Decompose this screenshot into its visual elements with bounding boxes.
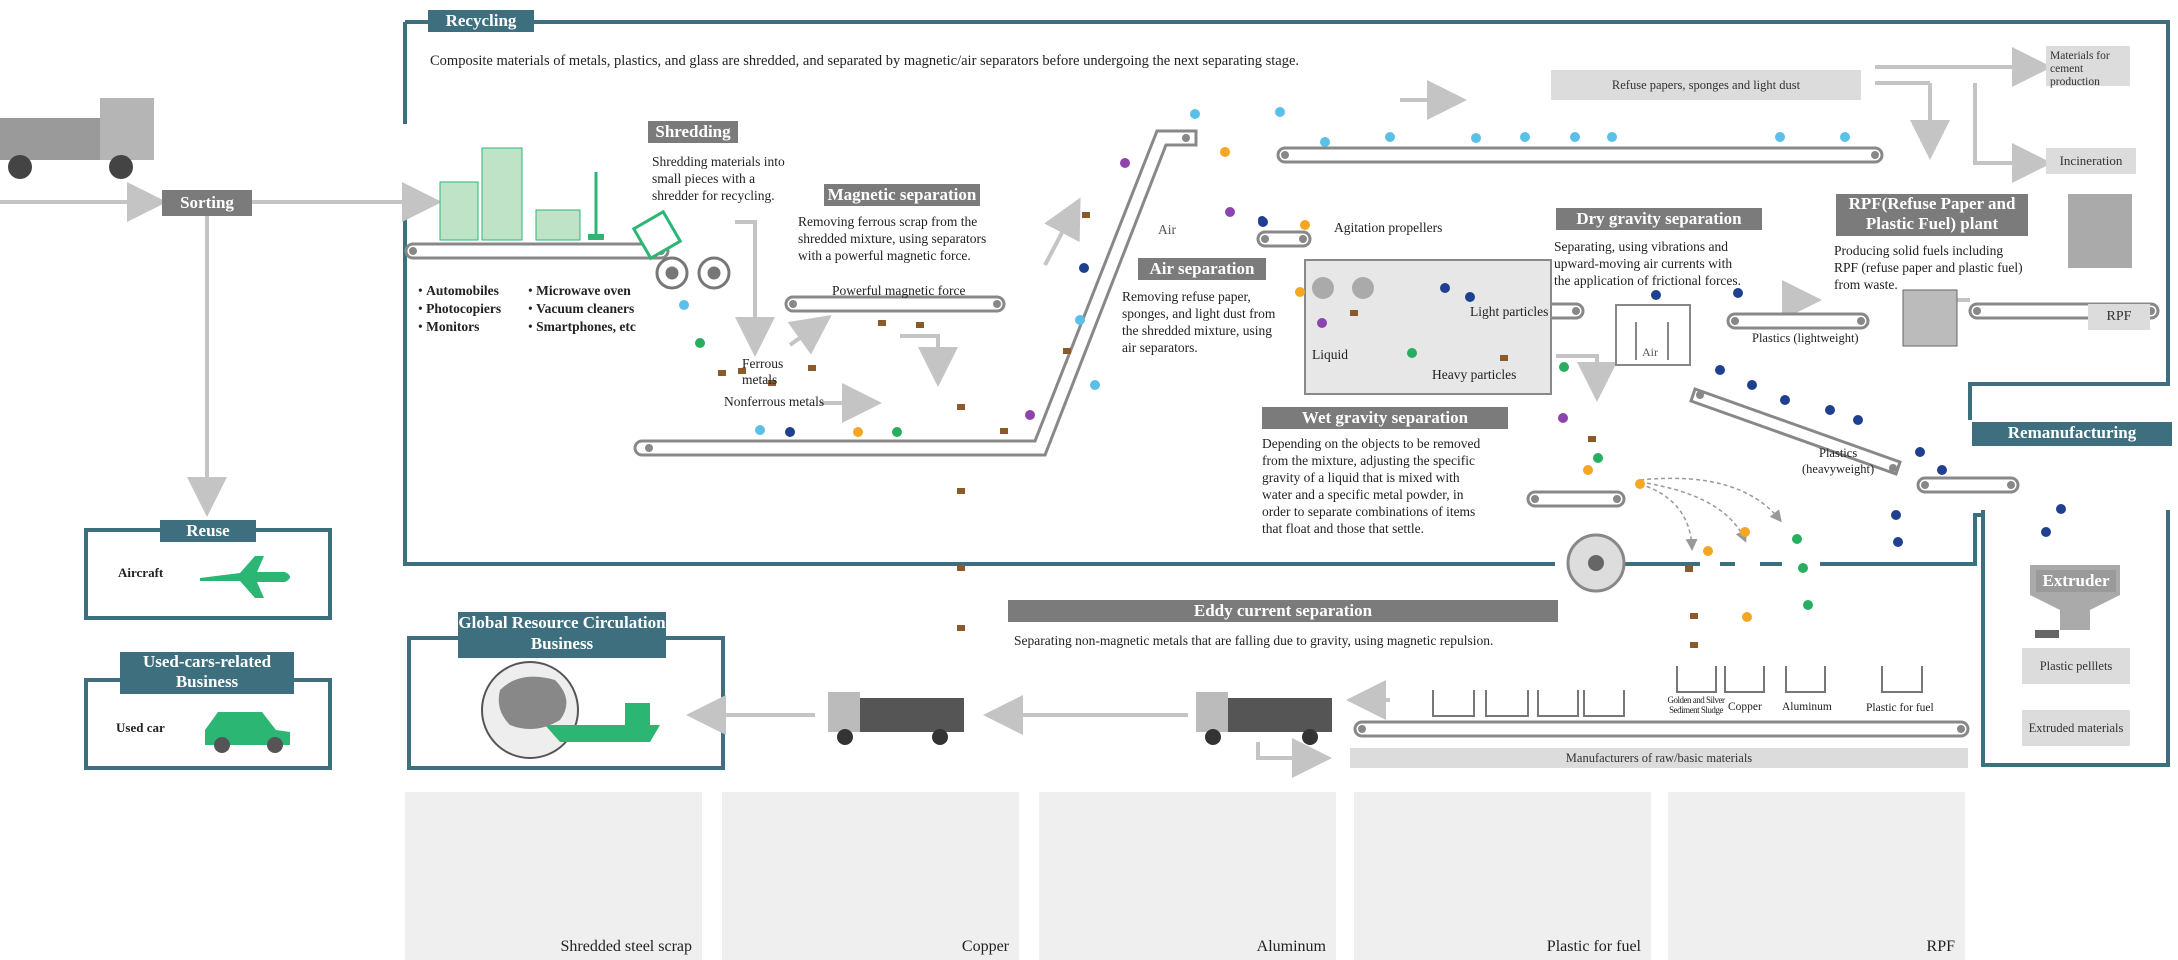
photo-aluminum: Aluminum (1039, 792, 1336, 960)
shredder-gears (655, 256, 731, 290)
plastic-pellets-box: Plastic pelllets (2022, 648, 2130, 684)
cement-box: Materials for cement production (2046, 46, 2130, 88)
input-item: Photocopiers (418, 300, 501, 318)
magnetic-title: Magnetic separation (824, 184, 980, 206)
photo-copper: Copper (722, 792, 1019, 960)
magnetic-drum (1566, 533, 1626, 593)
air-title: Air separation (1138, 258, 1266, 280)
heavy-particles-label: Heavy particles (1432, 367, 1517, 382)
photo-shredded-steel: Shredded steel scrap (405, 792, 702, 960)
reuse-item-label: Aircraft (118, 565, 164, 580)
input-items-col2: Microwave oven Vacuum cleaners Smartphon… (528, 282, 636, 336)
input-items-col1: Automobiles Photocopiers Monitors (418, 282, 501, 336)
photo-caption: Copper (961, 938, 1009, 955)
global-tag: Global Resource Circulation Business (458, 612, 666, 658)
air-label: Air (1158, 222, 1176, 237)
bin-label-copper: Copper (1728, 701, 1762, 713)
dry-air-label: Air (1642, 345, 1658, 359)
plastics-light-label: Plastics (lightweight) (1752, 331, 1859, 345)
flow-arrows (0, 47, 2052, 778)
liquid-label: Liquid (1312, 347, 1348, 362)
recycling-tag: Recycling (428, 10, 534, 32)
input-item: Smartphones, etc (528, 318, 636, 336)
rpf-machine (1902, 194, 2132, 347)
globe-ship-icon (481, 661, 660, 759)
used-cars-tag: Used-cars-related Business (120, 652, 294, 694)
sorting-label: Sorting (162, 190, 252, 216)
incineration-box: Incineration (2046, 148, 2136, 174)
particles (679, 107, 2066, 648)
wet-gravity-title: Wet gravity separation (1262, 407, 1508, 429)
photo-rpf: RPF (1668, 792, 1965, 960)
air-desc: Removing refuse paper,sponges, and light… (1122, 289, 1276, 355)
photo-caption: Aluminum (1256, 938, 1326, 955)
magnetic-force-label: Powerful magnetic force (832, 283, 966, 298)
airplane-icon (200, 556, 290, 598)
hopper-icon (631, 209, 683, 261)
input-item: Automobiles (418, 282, 501, 300)
delivery-truck-icon (828, 692, 1332, 745)
bin-label-gold: Golden and Silver Sediment Sludge (1667, 695, 1726, 715)
photo-caption: RPF (1926, 938, 1955, 955)
collection-bins (1432, 666, 1923, 717)
input-item: Monitors (418, 318, 501, 336)
reuse-tag: Reuse (160, 520, 256, 542)
dry-tank (1615, 304, 1691, 366)
remanufacturing-tag: Remanufacturing (1972, 422, 2172, 446)
extruder-label: Extruder (2036, 570, 2116, 592)
eddy-trajectories (1639, 477, 1782, 551)
eddy-desc: Separating non-magnetic metals that are … (1014, 633, 1494, 648)
appliances-icon (439, 147, 604, 241)
intro-text: Composite materials of metals, plastics,… (430, 53, 1300, 69)
ferrous-label: Ferrous metals (742, 356, 784, 387)
plastics-heavy-label: Plastics(heavyweight) (1802, 446, 1875, 476)
car-icon (205, 712, 290, 753)
remanufacturing-frame (1981, 510, 2170, 767)
nonferrous-label: Nonferrous metals (724, 394, 825, 409)
truck-icon (0, 98, 154, 179)
recycling-frame (403, 20, 2170, 566)
shredding-title: Shredding (648, 121, 738, 143)
dry-gravity-title: Dry gravity separation (1556, 208, 1762, 230)
input-item: Vacuum cleaners (528, 300, 636, 318)
manufacturers-box: Manufacturers of raw/basic materials (1350, 748, 1968, 768)
bin-label-plastic-fuel: Plastic for fuel (1866, 702, 1934, 714)
used-car-item-label: Used car (116, 720, 165, 735)
wet-tank (1304, 259, 1552, 395)
eddy-title: Eddy current separation (1008, 600, 1558, 622)
rpf-box: RPF (2088, 304, 2150, 330)
photo-plastic-fuel: Plastic for fuel (1354, 792, 1651, 960)
agitation-label: Agitation propellers (1334, 220, 1443, 235)
light-particles-label: Light particles (1470, 304, 1549, 319)
input-item: Microwave oven (528, 282, 636, 300)
bin-label-aluminum: Aluminum (1782, 701, 1832, 713)
refuse-box: Refuse papers, sponges and light dust (1551, 70, 1861, 100)
photo-caption: Shredded steel scrap (560, 938, 692, 955)
photo-caption: Plastic for fuel (1546, 938, 1641, 955)
extruded-materials-box: Extruded materials (2022, 710, 2130, 746)
